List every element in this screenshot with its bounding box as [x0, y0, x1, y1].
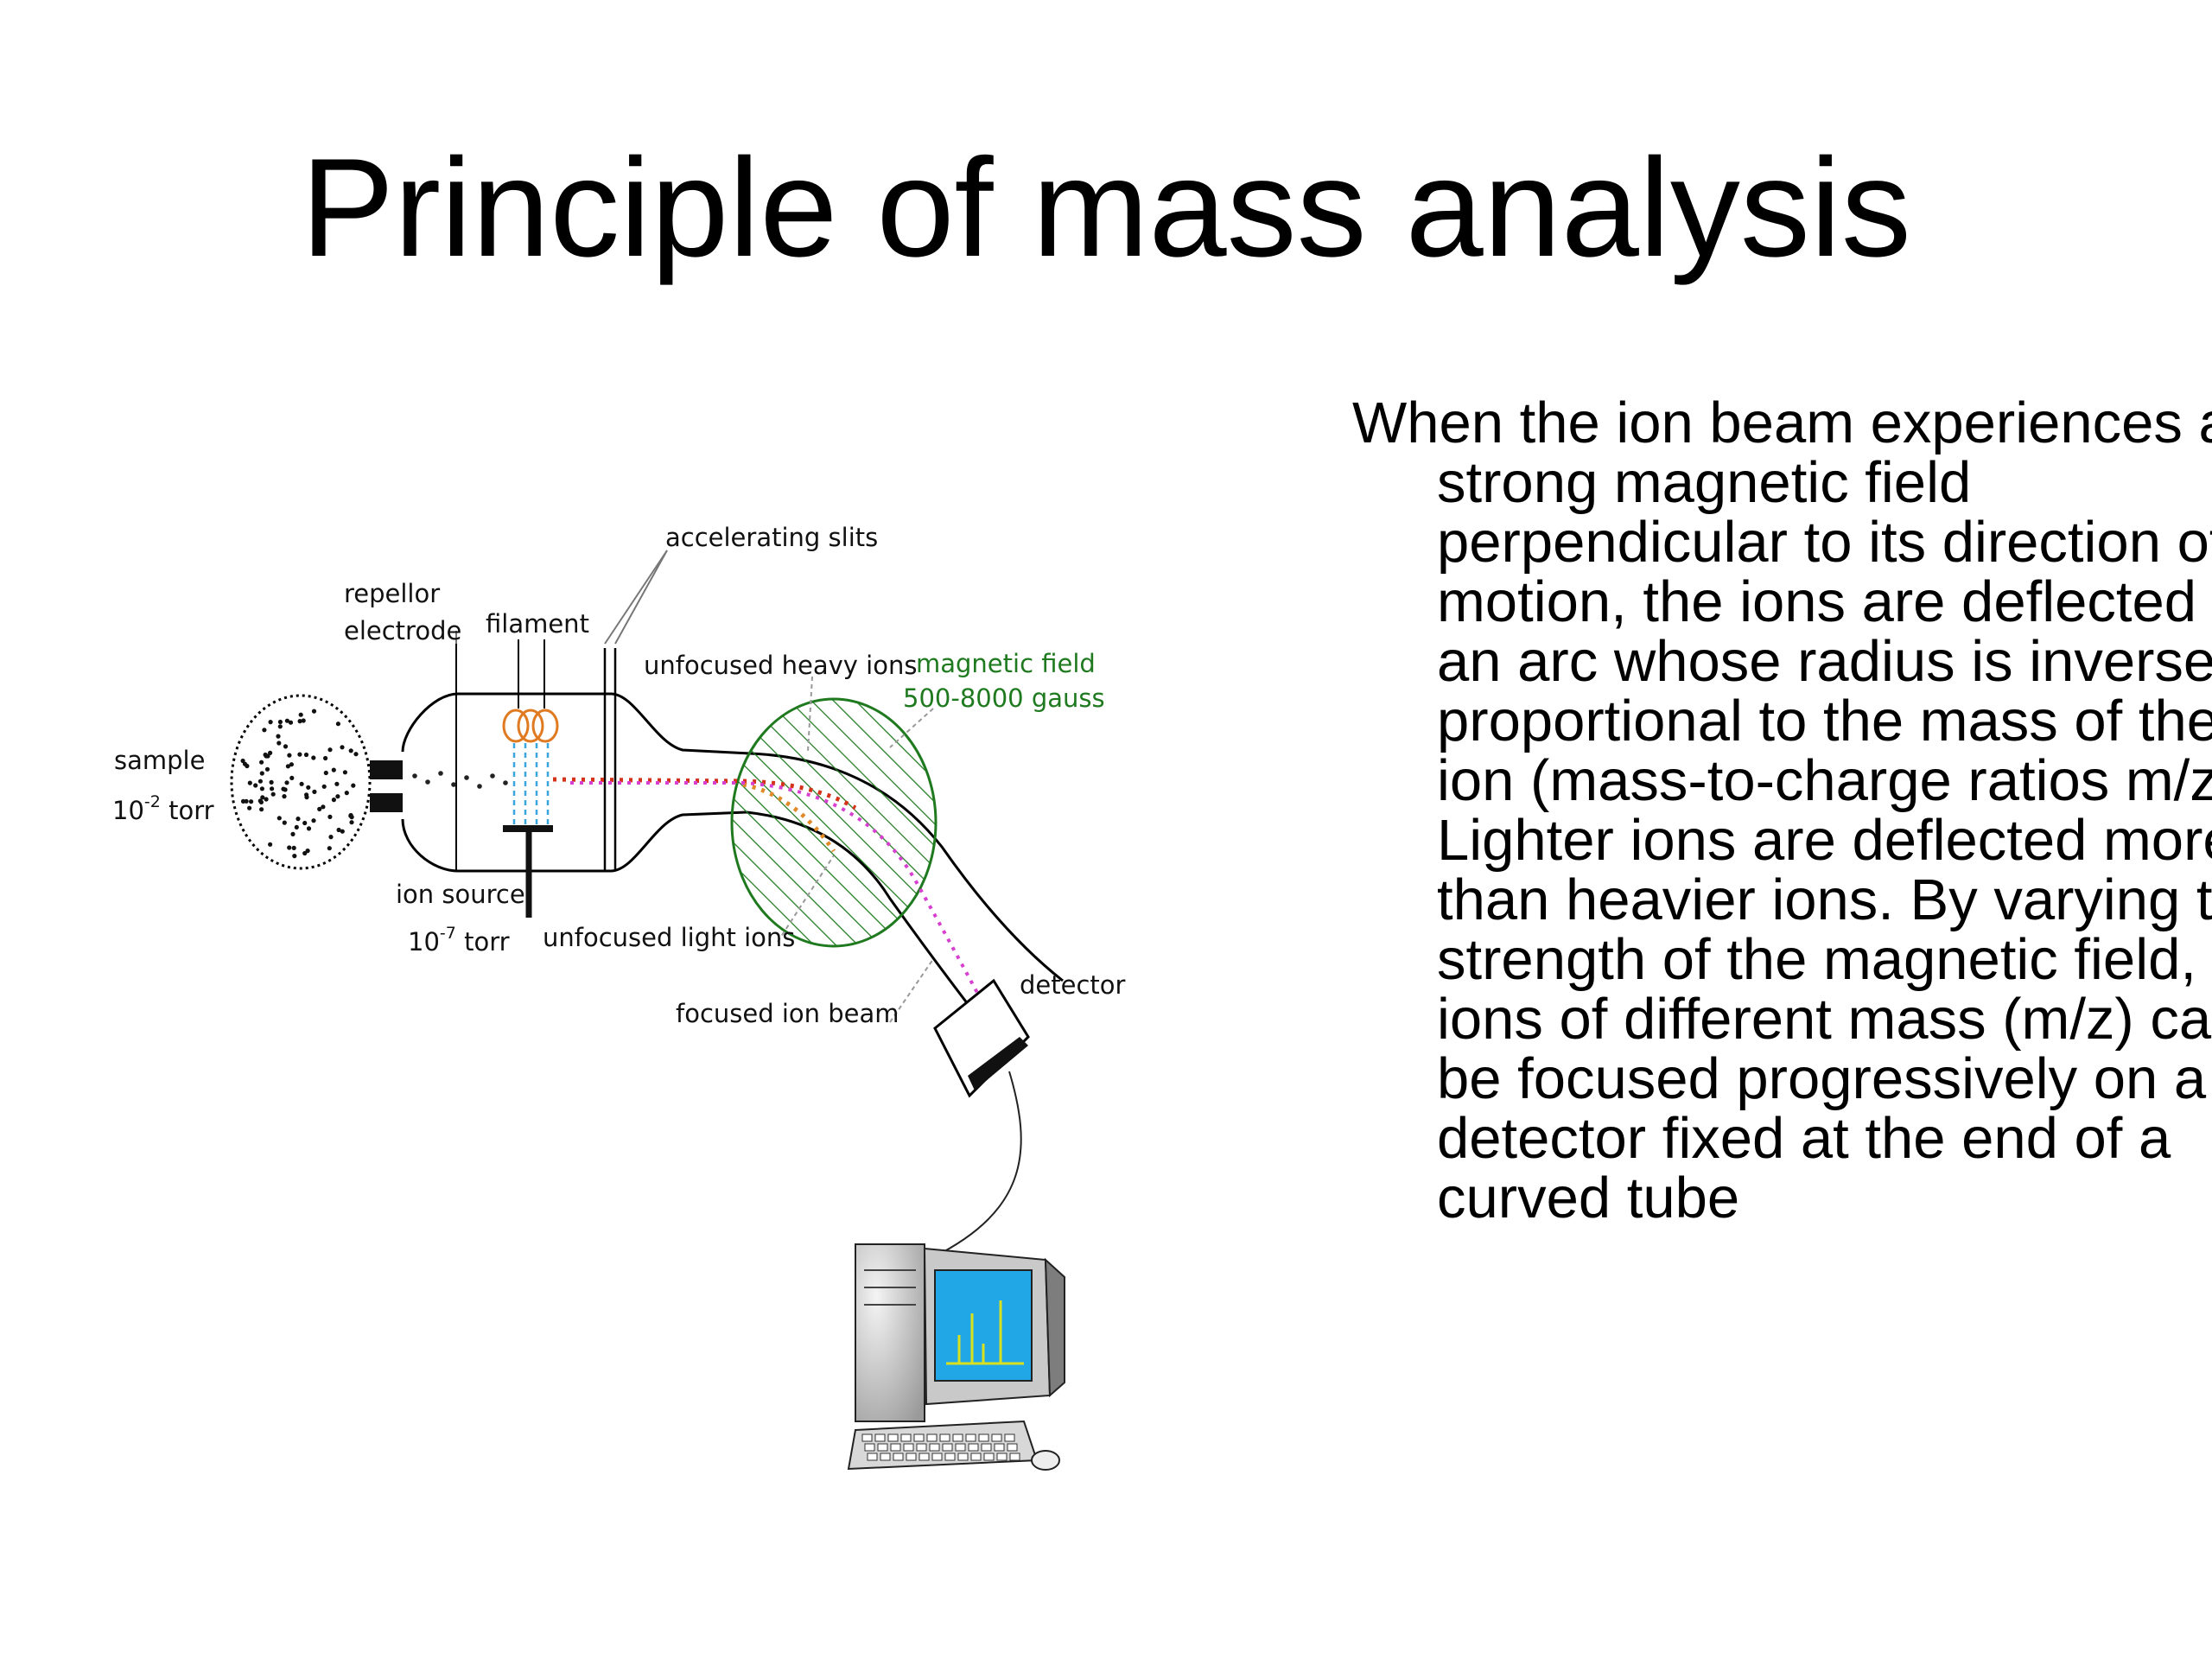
label-gauss: 500-8000 gauss: [903, 683, 1105, 713]
label-accelerating-slits: accelerating slits: [665, 523, 878, 552]
slide-body-text: When the ion beam experiences a strong m…: [1352, 391, 2212, 1230]
label-unfocused-light-ions: unfocused light ions: [543, 923, 795, 952]
label-sample-pressure: 10-2 torr: [112, 792, 214, 825]
slide-title: Principle of mass analysis: [301, 130, 1911, 286]
keyboard-keys: [861, 1433, 1020, 1461]
label-magnetic-field: magnetic field: [916, 649, 1096, 678]
accelerating-slits: [603, 648, 617, 871]
label-sample: sample: [114, 746, 205, 775]
label-unfocused-heavy-ions: unfocused heavy ions: [644, 651, 917, 680]
sample-gas-dots: [240, 709, 359, 859]
filament: [502, 639, 559, 918]
heavy-ion-beam: [552, 777, 857, 810]
label-ion-source: ion source: [396, 880, 525, 909]
label-repellor: repellor: [344, 579, 440, 608]
ion-source-chamber: [401, 692, 751, 755]
label-filament: filament: [486, 609, 589, 639]
magnetic-field-region: [730, 697, 938, 948]
detector-cable: [932, 1071, 1022, 1258]
label-electrode: electrode: [344, 616, 461, 645]
label-focused-ion-beam: focused ion beam: [676, 999, 899, 1028]
mass-spectrometer-diagram: accelerating slits repellor electrode fi…: [112, 523, 1126, 1471]
computer-icon: [847, 1243, 1065, 1471]
sample-molecules: [412, 771, 508, 789]
label-detector: detector: [1020, 970, 1126, 1000]
ion-source-chamber-bottom: [401, 810, 747, 873]
label-source-pressure: 10-7 torr: [408, 924, 510, 957]
sample-bulb: [230, 694, 403, 870]
light-ion-beam: [742, 782, 836, 853]
detector: [933, 978, 1030, 1098]
